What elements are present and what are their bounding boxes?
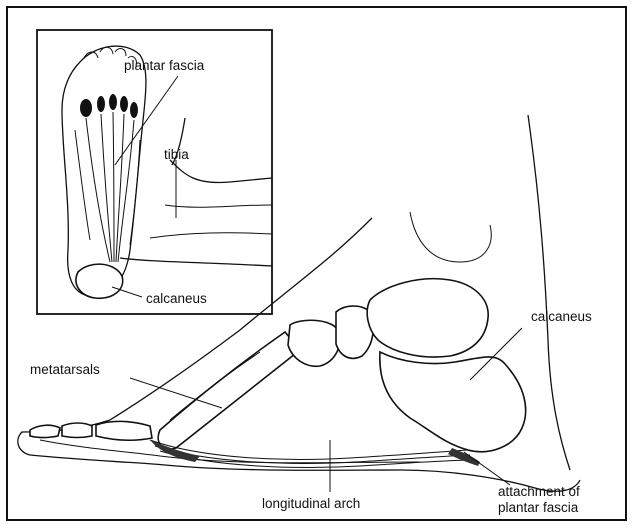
leader-attachment [464, 452, 510, 485]
inset-ankle-line [150, 233, 272, 238]
inset-fascia-bands [86, 112, 134, 262]
label-attachment-line1: attachment of [498, 484, 580, 499]
calcaneus-bone [380, 352, 526, 452]
ankle-tissue-outline [410, 212, 491, 262]
leg-back-outline [528, 115, 570, 470]
inset-metatarsal-head-4 [120, 96, 128, 112]
sole-inner-line [40, 440, 420, 463]
label-inset-calcaneus: calcaneus [146, 291, 207, 306]
main-foot: metatarsals calcaneus longitudinal arch … [18, 115, 592, 515]
inset-heel-line [120, 258, 272, 266]
label-tibia: tibia [164, 147, 189, 162]
metatarsal-bone [158, 332, 300, 449]
inset-leg-upper [170, 160, 272, 183]
inset-panel: plantar fascia tibia calcaneus [37, 30, 272, 314]
label-calcaneus: calcaneus [531, 309, 592, 324]
inset-metatarsal-head-5 [130, 102, 138, 118]
inset-fascia-edges [75, 130, 140, 245]
inset-metatarsal-head-3 [109, 94, 117, 110]
inset-calcaneus-bone [76, 264, 123, 298]
cuneiform-bone [288, 320, 340, 366]
talus-bone [367, 279, 488, 357]
inset-metatarsal-head-1 [80, 99, 92, 117]
toe-phalanx-distal [30, 425, 60, 437]
label-metatarsals: metatarsals [30, 362, 100, 377]
inset-tibia-line [165, 205, 272, 207]
plantar-fascia-band-2 [155, 446, 470, 463]
inset-metatarsal-head-2 [97, 96, 105, 112]
label-longitudinal-arch: longitudinal arch [262, 496, 360, 511]
toe-phalanx-middle [62, 423, 92, 438]
label-attachment-line2: plantar fascia [498, 500, 579, 515]
inset-sole-outline [62, 46, 146, 296]
toe-phalanx-proximal [96, 421, 152, 440]
label-plantar-fascia: plantar fascia [124, 58, 205, 73]
